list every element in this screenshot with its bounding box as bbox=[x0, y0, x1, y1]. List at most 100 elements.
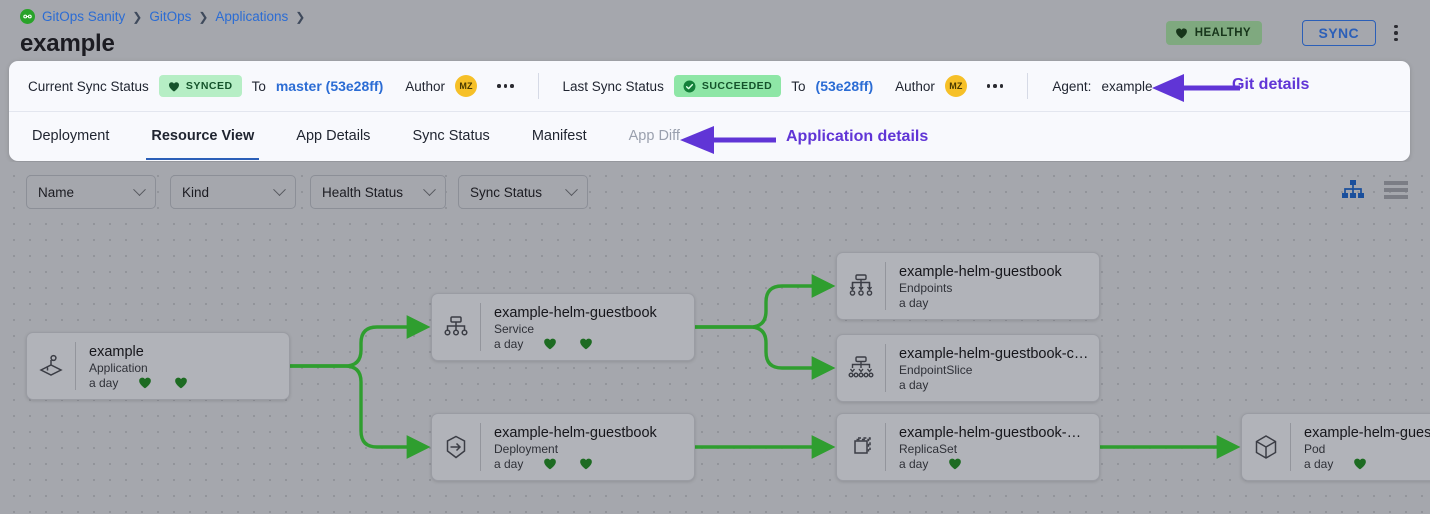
filter-bar: Name Kind Health Status Sync Status bbox=[0, 162, 1430, 224]
filter-kind[interactable]: Kind bbox=[170, 175, 296, 209]
current-sync-status-text: SYNCED bbox=[185, 80, 233, 92]
tab-manifest[interactable]: Manifest bbox=[530, 112, 589, 160]
health-heart-icon bbox=[949, 458, 962, 470]
breadcrumb-item-applications[interactable]: Applications bbox=[215, 9, 289, 24]
filter-label: Kind bbox=[182, 184, 210, 200]
resource-node-pod[interactable]: example-helm-guest Pod a day bbox=[1241, 413, 1430, 481]
resource-node-application[interactable]: example Application a day bbox=[26, 332, 290, 400]
node-meta: a day bbox=[1304, 457, 1430, 471]
node-meta: a day bbox=[899, 296, 1089, 310]
last-sync-status-label: Last Sync Status bbox=[562, 78, 664, 94]
annotation-git-details: Git details bbox=[1232, 76, 1310, 93]
tab-app-details[interactable]: App Details bbox=[294, 112, 372, 160]
node-body: example-helm-guestbook Service a day bbox=[481, 294, 694, 360]
tab-bar: Deployment Resource View App Details Syn… bbox=[9, 112, 1410, 160]
node-title: example-helm-guestbook-ct... bbox=[899, 345, 1089, 362]
endpoints-icon bbox=[837, 253, 885, 319]
node-age: a day bbox=[494, 456, 524, 471]
filter-sync-status[interactable]: Sync Status bbox=[458, 175, 588, 209]
node-title: example bbox=[89, 343, 144, 360]
current-sync-status-group: Current Sync Status SYNCED To master (53… bbox=[28, 75, 514, 97]
node-title: example-helm-guest bbox=[1304, 424, 1430, 441]
resource-node-endpoints[interactable]: example-helm-guestbook Endpoints a day bbox=[836, 252, 1100, 320]
kebab-menu-icon[interactable] bbox=[1386, 20, 1406, 46]
node-divider bbox=[480, 303, 481, 351]
breadcrumb-separator: ❯ bbox=[295, 9, 306, 24]
avatar-current-author: MZ bbox=[455, 75, 478, 97]
node-body: example-helm-guestbook-74... ReplicaSet … bbox=[886, 414, 1099, 480]
agent-group: Agent: example bbox=[1052, 79, 1152, 94]
node-title: example-helm-guestbook bbox=[494, 424, 657, 441]
strip-divider-2 bbox=[1027, 73, 1029, 99]
list-view-icon[interactable] bbox=[1384, 180, 1408, 200]
breadcrumb-item-gitops[interactable]: GitOps bbox=[149, 9, 192, 24]
current-revision-link[interactable]: master (53e28ff) bbox=[275, 78, 384, 94]
node-divider bbox=[75, 342, 76, 390]
last-revision-link[interactable]: (53e28ff) bbox=[815, 78, 874, 94]
pod-icon bbox=[1242, 414, 1290, 480]
health-badge-label: HEALTHY bbox=[1194, 27, 1251, 39]
page-title: example bbox=[20, 30, 115, 57]
node-title: example-helm-guestbook bbox=[899, 263, 1062, 280]
node-body: example-helm-guestbook-ct... EndpointSli… bbox=[886, 335, 1099, 401]
node-age: a day bbox=[89, 375, 119, 390]
filter-health-status[interactable]: Health Status bbox=[310, 175, 446, 209]
node-body: example Application a day bbox=[76, 333, 289, 399]
node-kind: Pod bbox=[1304, 441, 1326, 456]
filter-label: Name bbox=[38, 184, 75, 200]
health-heart-icon bbox=[544, 458, 557, 470]
current-author-label: Author bbox=[405, 78, 446, 94]
last-author-label: Author bbox=[895, 78, 935, 94]
tab-label: App Diff bbox=[628, 128, 680, 144]
health-heart-icon bbox=[544, 338, 557, 350]
node-divider bbox=[885, 344, 886, 392]
node-divider bbox=[885, 262, 886, 310]
filter-label: Sync Status bbox=[470, 184, 543, 200]
tab-sync-status[interactable]: Sync Status bbox=[410, 112, 491, 160]
last-sync-overflow-icon[interactable] bbox=[986, 84, 1004, 88]
deployment-icon bbox=[432, 414, 480, 480]
current-sync-status-pill: SYNCED bbox=[158, 75, 242, 97]
sync-heart-icon bbox=[580, 458, 593, 470]
node-title: example-helm-guestbook-74... bbox=[899, 424, 1089, 441]
node-meta: a day bbox=[494, 337, 684, 351]
service-icon bbox=[432, 294, 480, 360]
node-meta: a day bbox=[899, 457, 1089, 471]
tab-deployment[interactable]: Deployment bbox=[30, 112, 111, 160]
sync-button[interactable]: SYNC bbox=[1301, 20, 1376, 46]
resource-node-endpointslice[interactable]: example-helm-guestbook-ct... EndpointSli… bbox=[836, 334, 1100, 402]
tab-label: Deployment bbox=[32, 128, 110, 144]
resource-node-replicaset[interactable]: example-helm-guestbook-74... ReplicaSet … bbox=[836, 413, 1100, 481]
strip-divider-1 bbox=[537, 73, 539, 99]
resource-node-service[interactable]: example-helm-guestbook Service a day bbox=[431, 293, 695, 361]
current-sync-status-label: Current Sync Status bbox=[28, 78, 149, 94]
last-sync-status-group: Last Sync Status SUCCEEDED To (53e28ff) … bbox=[563, 75, 1004, 97]
heart-icon bbox=[1175, 28, 1187, 39]
filter-label: Health Status bbox=[322, 184, 404, 200]
node-kind: EndpointSlice bbox=[899, 362, 973, 377]
node-divider bbox=[480, 423, 481, 471]
check-circle-icon bbox=[683, 80, 696, 92]
breadcrumb-separator: ❯ bbox=[198, 9, 209, 24]
node-kind: Service bbox=[494, 321, 535, 336]
tab-resource-view[interactable]: Resource View bbox=[146, 112, 260, 160]
current-to-label: To bbox=[251, 78, 266, 94]
sync-heart-icon bbox=[175, 377, 188, 389]
filter-name[interactable]: Name bbox=[26, 175, 156, 209]
node-body: example-helm-guestbook Endpoints a day bbox=[886, 253, 1099, 319]
breadcrumb-item-gitops-sanity[interactable]: GitOps Sanity bbox=[42, 9, 126, 24]
resource-node-deployment[interactable]: example-helm-guestbook Deployment a day bbox=[431, 413, 695, 481]
node-kind: Deployment bbox=[494, 441, 559, 456]
node-age: a day bbox=[899, 295, 929, 310]
tab-label: Manifest bbox=[531, 128, 587, 144]
annotation-application-details: Application details bbox=[786, 128, 929, 145]
tree-view-icon[interactable] bbox=[1342, 180, 1364, 200]
agent-value: example bbox=[1101, 78, 1153, 94]
breadcrumb: GitOps Sanity ❯ GitOps ❯ Applications ❯ bbox=[20, 9, 305, 24]
node-body: example-helm-guest Pod a day bbox=[1291, 414, 1430, 480]
tab-app-diff[interactable]: App Diff bbox=[627, 112, 682, 160]
current-sync-overflow-icon[interactable] bbox=[497, 84, 514, 88]
last-sync-status-pill: SUCCEEDED bbox=[673, 75, 782, 97]
application-icon bbox=[27, 333, 75, 399]
node-kind: Application bbox=[89, 360, 148, 375]
